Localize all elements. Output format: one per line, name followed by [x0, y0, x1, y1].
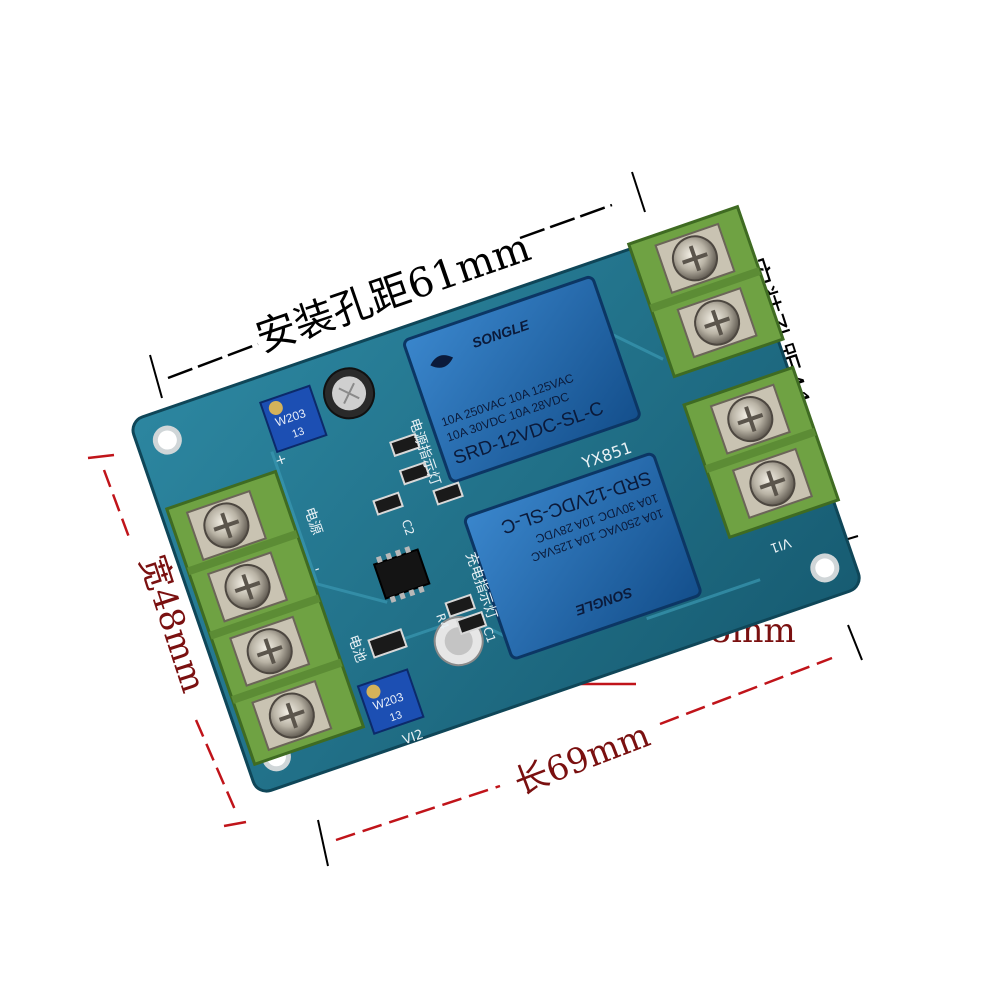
screw-left	[185, 489, 267, 562]
label-minus-top: -	[312, 561, 322, 578]
label-c2: C2	[399, 518, 417, 538]
smd-components	[367, 432, 488, 659]
songle-logo-icon	[430, 355, 454, 368]
terminal-block-left	[164, 469, 366, 767]
ic-chip	[372, 546, 431, 603]
screw-right	[731, 447, 814, 520]
label-vi1: VI1	[768, 534, 793, 555]
capacitor-top	[323, 367, 376, 420]
screw-left	[206, 551, 289, 623]
potentiometer-top: W203 13	[259, 384, 328, 454]
label-plus-top: +	[273, 451, 289, 470]
screw-right	[676, 287, 758, 359]
dim-label-length: 长69mm	[509, 715, 656, 803]
potentiometer-bottom: W203 13	[356, 668, 425, 735]
label-vi2: VI2	[401, 727, 426, 748]
pot-top-num: 13	[291, 425, 306, 440]
relay-bottom: SONGLE 10A 250VAC 10A 125VAC 10A 30VDC 1…	[463, 452, 702, 660]
label-c1: C1	[480, 625, 498, 645]
relay-top: SONGLE 10A 250VAC 10A 125VAC 10A 30VDC 1…	[403, 275, 641, 483]
label-r4: R4	[433, 612, 451, 632]
screw-right	[654, 222, 736, 295]
pcb-board: SONGLE 10A 250VAC 10A 125VAC 10A 30VDC 1…	[131, 204, 861, 793]
screw-left	[229, 615, 311, 687]
pot-bottom-num: 13	[388, 709, 403, 724]
screw-right	[709, 383, 791, 455]
screw-left	[251, 679, 333, 752]
terminal-block-right	[626, 204, 841, 540]
